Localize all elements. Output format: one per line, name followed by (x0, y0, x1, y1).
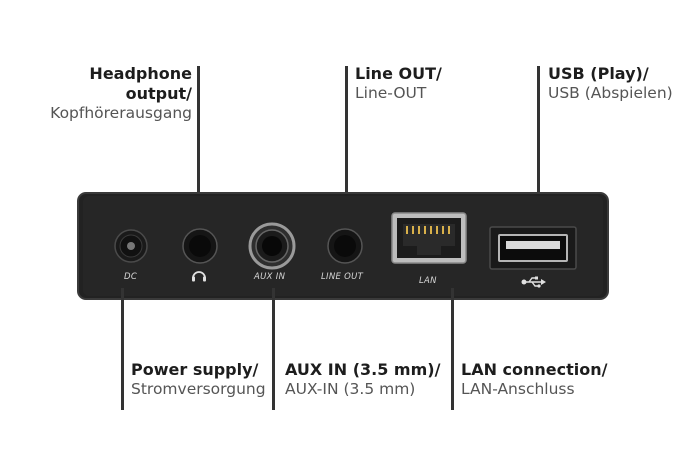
lan-callout: LAN connection/ LAN-Anschluss (461, 360, 621, 399)
lan-leader (451, 288, 454, 410)
power-title: Power supply/ (131, 360, 259, 379)
lan-subtitle: LAN-Anschluss (461, 380, 575, 398)
line-out-title: Line OUT/ (355, 64, 442, 83)
lan-label: LAN (419, 276, 437, 286)
headphone-icon (192, 271, 206, 282)
headphone-title-1: Headphone (89, 64, 192, 83)
aux-in-port (248, 222, 296, 270)
usb-icon (521, 276, 546, 288)
power-leader (121, 288, 124, 410)
line-out-callout: Line OUT/ Line-OUT (355, 64, 495, 103)
aux-in-label: AUX IN (254, 272, 286, 282)
headphone-title-2: output/ (125, 84, 192, 103)
aux-in-leader (272, 288, 275, 410)
usb-title: USB (Play)/ (548, 64, 649, 83)
aux-in-title: AUX IN (3.5 mm)/ (285, 360, 441, 379)
aux-in-subtitle: AUX-IN (3.5 mm) (285, 380, 416, 398)
usb-leader (537, 66, 540, 218)
usb-subtitle: USB (Abspielen) (548, 84, 673, 102)
power-subtitle: Stromversorgung (131, 380, 266, 398)
line-out-label: LINE OUT (321, 272, 364, 282)
lan-port (391, 212, 467, 264)
headphone-subtitle: Kopfhörerausgang (50, 104, 192, 122)
aux-in-callout: AUX IN (3.5 mm)/ AUX-IN (3.5 mm) (285, 360, 455, 399)
line-out-leader (345, 66, 348, 230)
lan-title: LAN connection/ (461, 360, 608, 379)
power-callout: Power supply/ Stromversorgung (131, 360, 281, 399)
line-out-subtitle: Line-OUT (355, 84, 427, 102)
line-out-port (327, 228, 363, 264)
dc-port (114, 229, 148, 263)
dc-label: DC (124, 272, 138, 282)
usb-port (489, 226, 577, 270)
usb-callout: USB (Play)/ USB (Abspielen) (548, 64, 688, 103)
headphone-leader (197, 66, 200, 230)
headphone-callout: Headphone output/ Kopfhörerausgang (40, 64, 192, 123)
headphone-port (182, 228, 218, 264)
